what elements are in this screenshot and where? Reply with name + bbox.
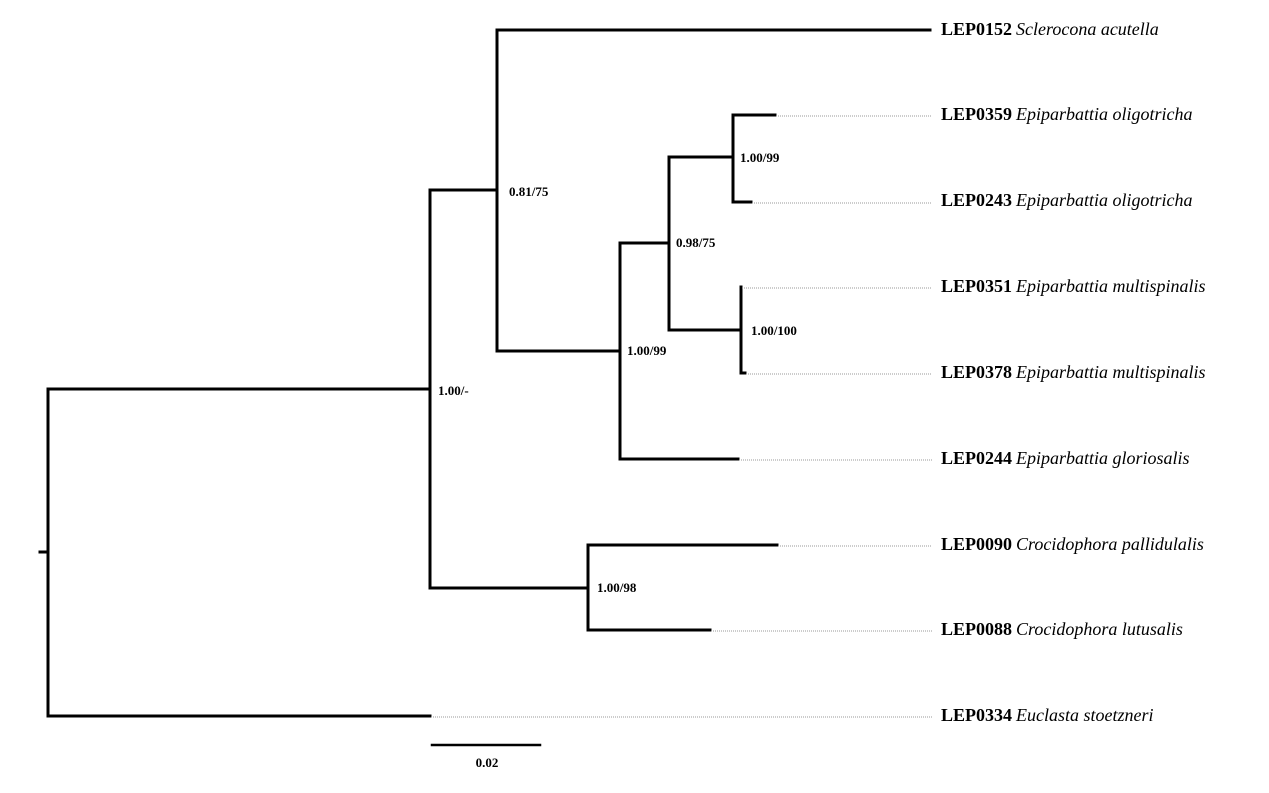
support-multi: 1.00/100 [751,323,797,338]
taxon-species: Epiparbattia multispinalis [1015,276,1206,296]
taxon-species: Sclerocona acutella [1016,19,1159,39]
taxon-label: LEP0088 Crocidophora lutusalis [941,619,1183,639]
taxon-code: LEP0244 [941,448,1012,468]
taxon-code: LEP0378 [941,362,1012,382]
taxon-code: LEP0243 [941,190,1012,210]
taxon-code: LEP0334 [941,705,1012,725]
taxon-code: LEP0152 [941,19,1012,39]
taxon-species: Epiparbattia multispinalis [1015,362,1206,382]
taxon-species: Crocidophora lutusalis [1016,619,1183,639]
support-crocido: 1.00/98 [597,580,637,595]
taxon-label: LEP0359 Epiparbattia oligotricha [941,104,1193,124]
taxon-species: Epiparbattia gloriosalis [1015,448,1190,468]
taxon-species: Euclasta stoetzneri [1015,705,1154,725]
support-ingroup: 1.00/- [438,383,469,398]
support-sclero-epip: 0.81/75 [509,184,549,199]
taxon-species: Crocidophora pallidulalis [1016,534,1204,554]
support-oligo: 1.00/99 [740,150,780,165]
taxon-code: LEP0088 [941,619,1012,639]
scale-bar-label: 0.02 [476,755,499,770]
taxon-label: LEP0152 Sclerocona acutella [941,19,1159,39]
taxon-label: LEP0351 Epiparbattia multispinalis [941,276,1206,296]
taxon-label: LEP0334 Euclasta stoetzneri [941,705,1154,725]
taxon-code: LEP0359 [941,104,1012,124]
taxon-label: LEP0090 Crocidophora pallidulalis [941,534,1204,554]
taxon-label: LEP0378 Epiparbattia multispinalis [941,362,1206,382]
taxon-label: LEP0244 Epiparbattia gloriosalis [941,448,1190,468]
support-epip-inner: 0.98/75 [676,235,716,250]
taxon-species: Epiparbattia oligotricha [1015,190,1193,210]
taxon-code: LEP0351 [941,276,1012,296]
taxon-species: Epiparbattia oligotricha [1015,104,1193,124]
support-epip: 1.00/99 [627,343,667,358]
taxon-code: LEP0090 [941,534,1012,554]
taxon-label: LEP0243 Epiparbattia oligotricha [941,190,1193,210]
